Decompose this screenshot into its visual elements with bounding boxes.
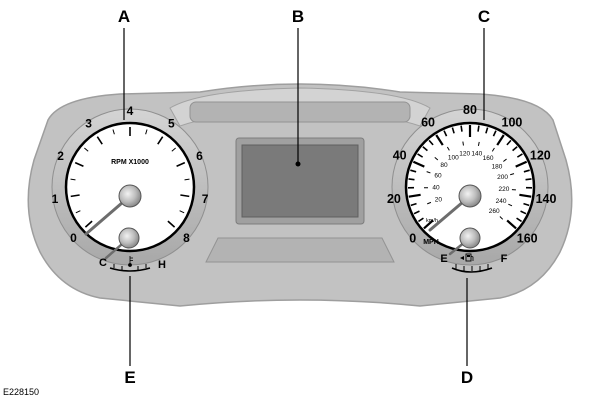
speedometer-kmh-label: 220: [499, 186, 510, 193]
image-reference-code: E228150: [3, 387, 39, 397]
speedometer-mph-label: 0: [409, 232, 416, 246]
callout-a-label: A: [118, 7, 130, 26]
speedometer-kmh-tick: [463, 142, 464, 146]
tachometer-scale-label: 3: [85, 116, 92, 130]
speedometer-mph-label: 140: [536, 192, 557, 206]
tachometer-tick: [71, 179, 76, 180]
callout-d-label: D: [461, 368, 473, 387]
tachometer-scale-label: 4: [127, 104, 134, 118]
tachometer-scale-label: 5: [168, 116, 175, 130]
speedometer-mph-label: 120: [530, 149, 551, 163]
speedometer-mph-unit: MPH: [423, 239, 439, 246]
speedometer-mph-label: 60: [421, 115, 435, 129]
tachometer-scale-label: 8: [183, 231, 190, 245]
callout-b-dot: [296, 162, 301, 167]
speedometer-mph-label: 20: [387, 192, 401, 206]
speedometer-mph-label: 100: [502, 115, 523, 129]
tachometer-unit-label: RPM X1000: [111, 159, 149, 166]
tachometer-scale-label: 0: [70, 231, 77, 245]
center-display-screen: [242, 145, 358, 217]
tachometer-tick: [185, 179, 190, 180]
speedometer-kmh-label: 200: [497, 174, 508, 181]
tachometer-scale-label: 2: [57, 149, 64, 163]
speedometer-kmh-label: 240: [496, 198, 507, 205]
callout-b-label: B: [292, 7, 304, 26]
speedometer-tick: [526, 179, 532, 180]
callout-e-label: E: [124, 368, 135, 387]
upper-slot: [190, 102, 410, 122]
speedometer-mph-label: 80: [463, 103, 477, 117]
fuel-hub: [460, 228, 480, 248]
tachometer-hub: [119, 185, 141, 207]
speedometer-kmh-label: 20: [435, 196, 443, 203]
fuel-full-label: F: [501, 253, 508, 265]
speedometer-kmh-label: 160: [483, 155, 494, 162]
speedometer-kmh-label: 60: [434, 173, 442, 180]
temperature-cold-label: C: [99, 257, 107, 269]
speedometer-kmh-label: 40: [432, 185, 440, 192]
tachometer-scale-label: 1: [52, 192, 59, 206]
tachometer-scale-label: 7: [202, 192, 209, 206]
speedometer-kmh-label: 100: [448, 154, 459, 161]
speedometer-mph-label: 160: [517, 232, 538, 246]
speedometer-kmh-label: 180: [492, 163, 503, 170]
speedometer-kmh-label: 140: [471, 151, 482, 158]
lower-slot: [206, 238, 394, 262]
speedometer-kmh-label: 260: [489, 208, 500, 215]
speedometer-kmh-label: 120: [459, 150, 470, 157]
temperature-hot-label: H: [158, 259, 166, 271]
speedometer-kmh-label: 80: [440, 162, 448, 169]
tachometer-scale-label: 6: [196, 149, 203, 163]
temperature-hub: [119, 228, 139, 248]
speedometer-mph-label: 40: [393, 149, 407, 163]
fuel-empty-label: E: [440, 253, 447, 265]
speedometer-tick: [478, 126, 479, 132]
callout-c-label: C: [478, 7, 490, 26]
speedometer-hub: [459, 185, 481, 207]
speedometer-tick: [461, 126, 462, 132]
speedometer-tick: [409, 179, 415, 180]
